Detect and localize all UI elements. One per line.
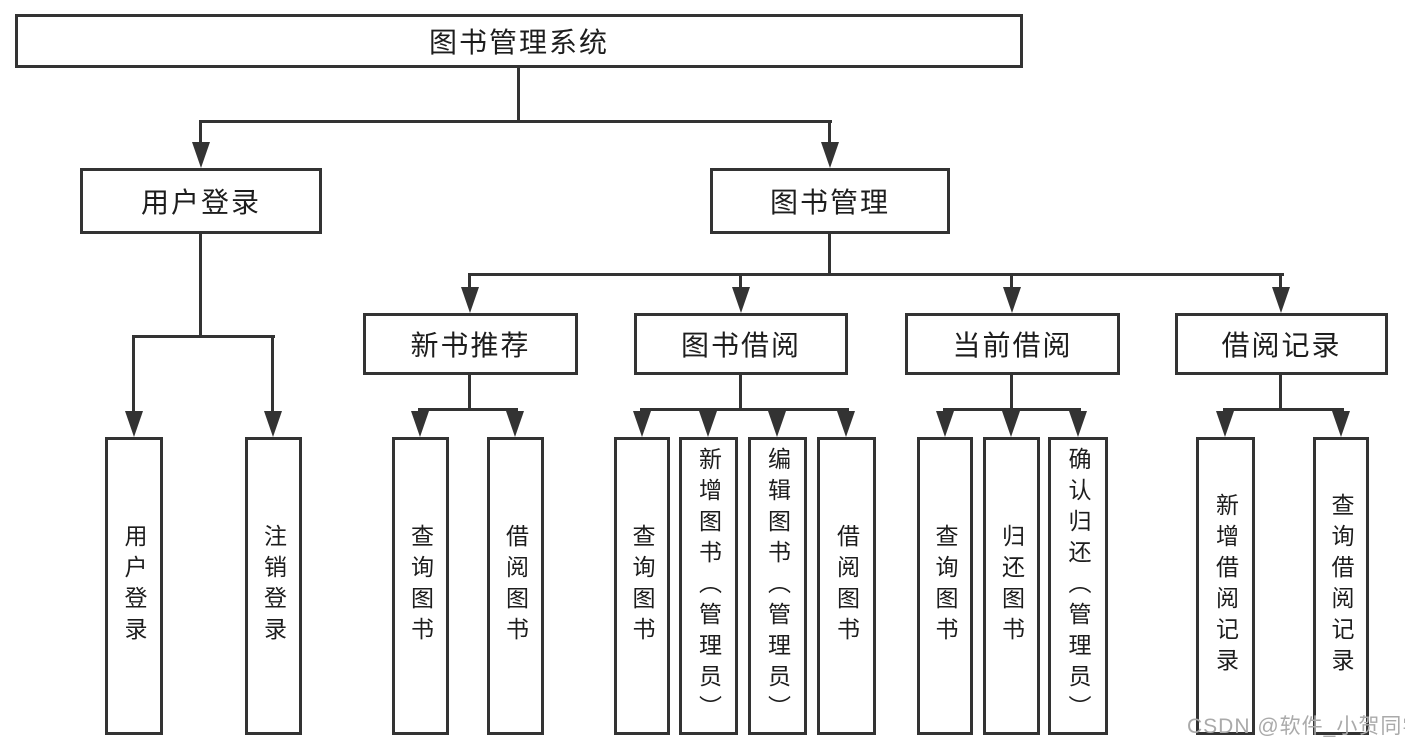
node-book-management: 图书管理	[710, 168, 950, 234]
node-book-borrow: 图书借阅	[634, 313, 848, 375]
leaf-current-query: 查询图书	[917, 437, 973, 735]
connector-line	[271, 335, 274, 413]
connector-line	[1279, 375, 1282, 408]
arrowhead-icon	[936, 411, 954, 437]
leaf-borrow-add-admin: 新增图书（管理员）	[679, 437, 738, 735]
connector-line	[1010, 273, 1013, 289]
arrowhead-icon	[732, 287, 750, 313]
leaf-new-books-borrow: 借阅图书	[487, 437, 544, 735]
arrowhead-icon	[264, 411, 282, 437]
leaf-borrow-edit-admin: 编辑图书（管理员）	[748, 437, 807, 735]
connector-line	[468, 375, 471, 408]
connector-line	[517, 68, 520, 123]
connector-line	[132, 335, 275, 338]
arrowhead-icon	[1332, 411, 1350, 437]
arrowhead-icon	[633, 411, 651, 437]
leaf-records-add: 新增借阅记录	[1196, 437, 1255, 735]
arrowhead-icon	[461, 287, 479, 313]
connector-line	[199, 120, 832, 123]
connector-line	[1223, 408, 1344, 411]
leaf-current-return: 归还图书	[983, 437, 1040, 735]
arrowhead-icon	[821, 142, 839, 168]
connector-line	[132, 335, 135, 413]
connector-line	[199, 120, 202, 144]
connector-line	[640, 408, 849, 411]
leaf-user-login: 用户登录	[105, 437, 163, 735]
leaf-records-query: 查询借阅记录	[1313, 437, 1369, 735]
connector-line	[828, 120, 831, 144]
connector-line	[739, 375, 742, 408]
connector-line	[1010, 375, 1013, 408]
arrowhead-icon	[768, 411, 786, 437]
arrowhead-icon	[192, 142, 210, 168]
arrowhead-icon	[1069, 411, 1087, 437]
node-borrow-records: 借阅记录	[1175, 313, 1388, 375]
connector-line	[468, 273, 1284, 276]
leaf-logout: 注销登录	[245, 437, 302, 735]
arrowhead-icon	[1216, 411, 1234, 437]
arrowhead-icon	[1003, 287, 1021, 313]
arrowhead-icon	[125, 411, 143, 437]
arrowhead-icon	[506, 411, 524, 437]
arrowhead-icon	[1002, 411, 1020, 437]
arrowhead-icon	[837, 411, 855, 437]
leaf-new-books-query: 查询图书	[392, 437, 449, 735]
connector-line	[943, 408, 1081, 411]
arrowhead-icon	[699, 411, 717, 437]
arrowhead-icon	[411, 411, 429, 437]
node-user-login: 用户登录	[80, 168, 322, 234]
arrowhead-icon	[1272, 287, 1290, 313]
connector-line	[199, 234, 202, 335]
connector-line	[828, 234, 831, 273]
leaf-current-confirm-admin: 确认归还（管理员）	[1048, 437, 1108, 735]
leaf-borrow-query: 查询图书	[614, 437, 670, 735]
node-new-book-recommend: 新书推荐	[363, 313, 578, 375]
connector-line	[1279, 273, 1282, 289]
node-library-system: 图书管理系统	[15, 14, 1023, 68]
connector-line	[418, 408, 518, 411]
node-current-borrow: 当前借阅	[905, 313, 1120, 375]
leaf-borrow-borrow: 借阅图书	[817, 437, 876, 735]
connector-line	[739, 273, 742, 289]
connector-line	[468, 273, 471, 289]
watermark-text: CSDN @软件_小贺同学	[1187, 715, 1405, 738]
